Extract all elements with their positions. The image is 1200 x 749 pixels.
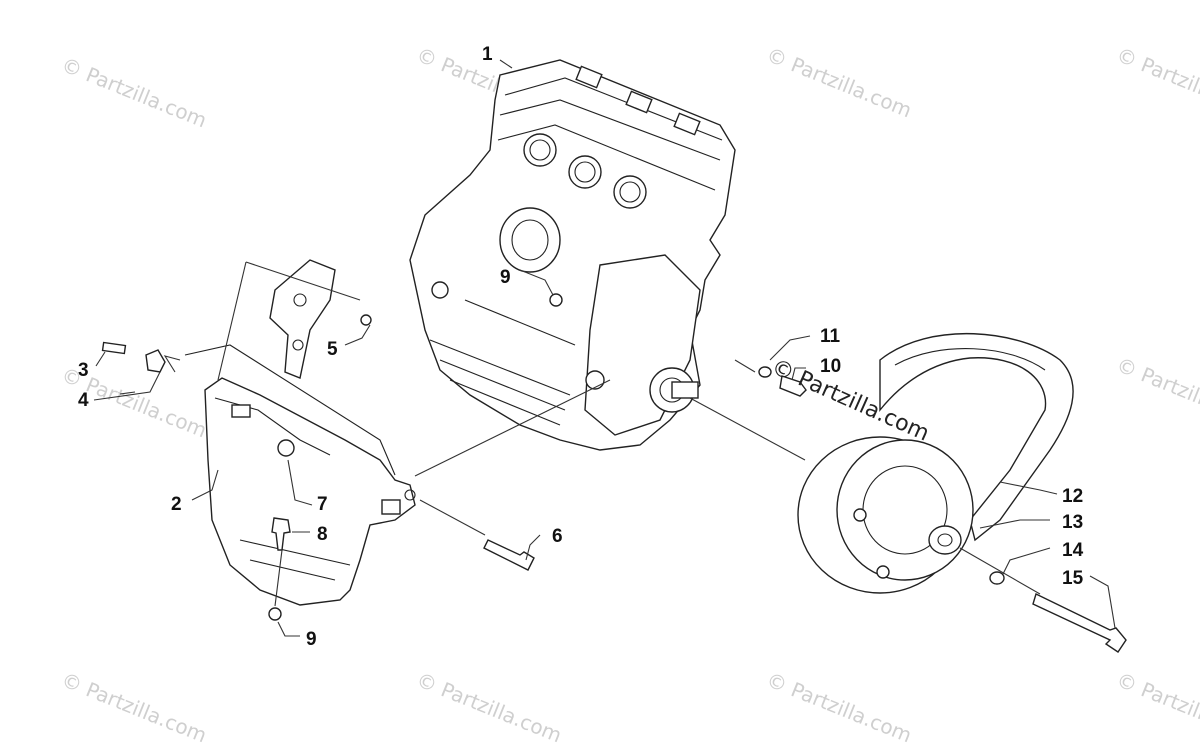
callout-9-lower: 9 (306, 629, 317, 650)
guard-assembly (184, 344, 416, 606)
watermark: © Partzilla.com (1113, 667, 1200, 747)
watermark: © Partzilla.com (413, 667, 565, 747)
callout-11: 11 (820, 326, 841, 347)
callout-3: 3 (78, 360, 89, 381)
mount-bracket (269, 259, 336, 379)
callout-13: 13 (1062, 512, 1083, 533)
callout-9-upper: 9 (500, 267, 511, 288)
watermark: © Partzilla.com (1113, 352, 1200, 432)
callout-15: 15 (1062, 568, 1084, 589)
watermark: © Partzilla.com (1113, 42, 1200, 122)
callout-7: 7 (317, 494, 328, 515)
callout-5: 5 (327, 339, 338, 360)
callout-4: 4 (78, 390, 89, 411)
callout-8: 8 (317, 524, 328, 545)
callout-2: 2 (171, 494, 182, 515)
watermark: © Partzilla.com (58, 667, 210, 747)
clutch-belt-assembly (797, 332, 1074, 594)
engine-assembly (409, 59, 736, 451)
watermark: © Partzilla.com (58, 52, 210, 132)
callout-labels: 1 2 3 4 5 6 7 8 9 9 10 11 12 13 14 15 (78, 44, 1084, 650)
leader-lines (93, 59, 1116, 637)
callout-10: 10 (820, 356, 841, 377)
callout-14: 14 (1062, 540, 1084, 561)
callout-1: 1 (482, 44, 493, 65)
watermark: © Partzilla.com (763, 42, 915, 122)
hardware-items (101, 314, 1127, 653)
callout-12: 12 (1062, 486, 1083, 507)
watermark: © Partzilla.com (763, 667, 915, 747)
callout-6: 6 (552, 526, 563, 547)
